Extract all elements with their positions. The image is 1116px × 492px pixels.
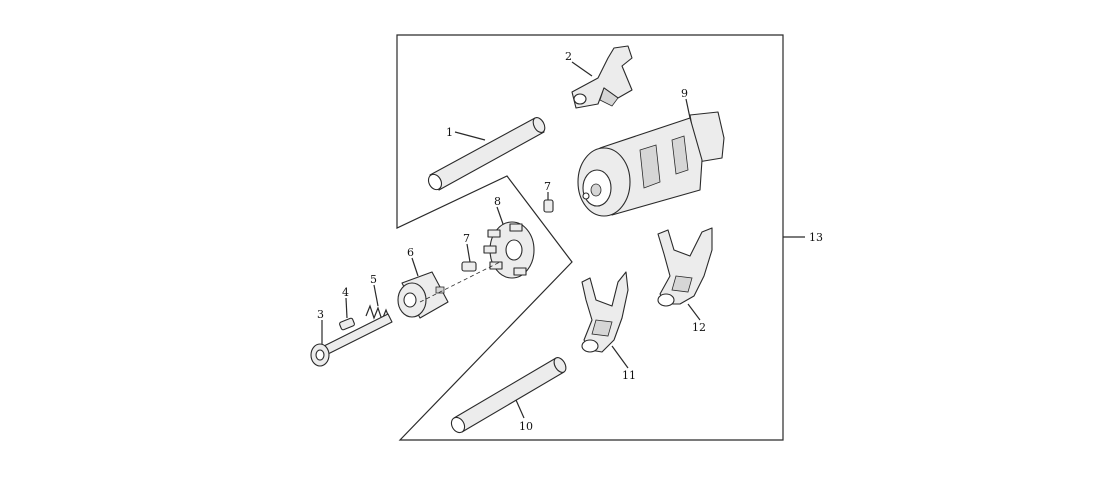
callout-10: 10 [519,420,533,433]
part-2-shift-fork [571,45,633,109]
callout-1: 1 [446,126,453,139]
leader-5 [373,284,379,307]
callout-13: 13 [809,231,823,244]
leader-11 [611,345,629,369]
callout-7b: 7 [463,232,470,245]
callout-2: 2 [565,50,572,63]
callout-7a: 7 [544,180,551,193]
callout-9: 9 [681,87,688,100]
part-12-shift-fork [657,227,713,307]
part-4-pin [339,317,355,331]
assembly-axis [419,261,501,303]
leader-9 [685,98,691,119]
callout-3: 3 [317,308,324,321]
leader-8 [496,206,504,225]
part-5-spring [365,304,391,322]
callout-12: 12 [692,321,706,334]
callout-4: 4 [342,286,349,299]
part-9-shift-drum [577,111,725,217]
part-6-cam [397,271,449,319]
part-11-shift-fork [581,271,629,353]
leader-6 [411,257,419,277]
part-7-pin-upper [543,199,554,213]
callout-8: 8 [494,195,501,208]
part-7-pin-lower [461,261,477,272]
callout-11: 11 [622,369,636,382]
leader-7b [466,243,471,263]
leader-12 [687,303,701,321]
callout-6: 6 [407,246,414,259]
leader-2 [571,61,593,77]
leader-1 [454,131,486,141]
part-3-bolt [310,313,393,367]
part-1-fork-shaft [427,117,546,191]
leader-4 [345,297,348,319]
leader-10 [515,399,525,419]
callout-5: 5 [370,273,377,286]
part-10-fork-shaft [450,357,567,434]
part-8-star-segment [483,221,535,279]
assembly-outline [396,34,784,441]
